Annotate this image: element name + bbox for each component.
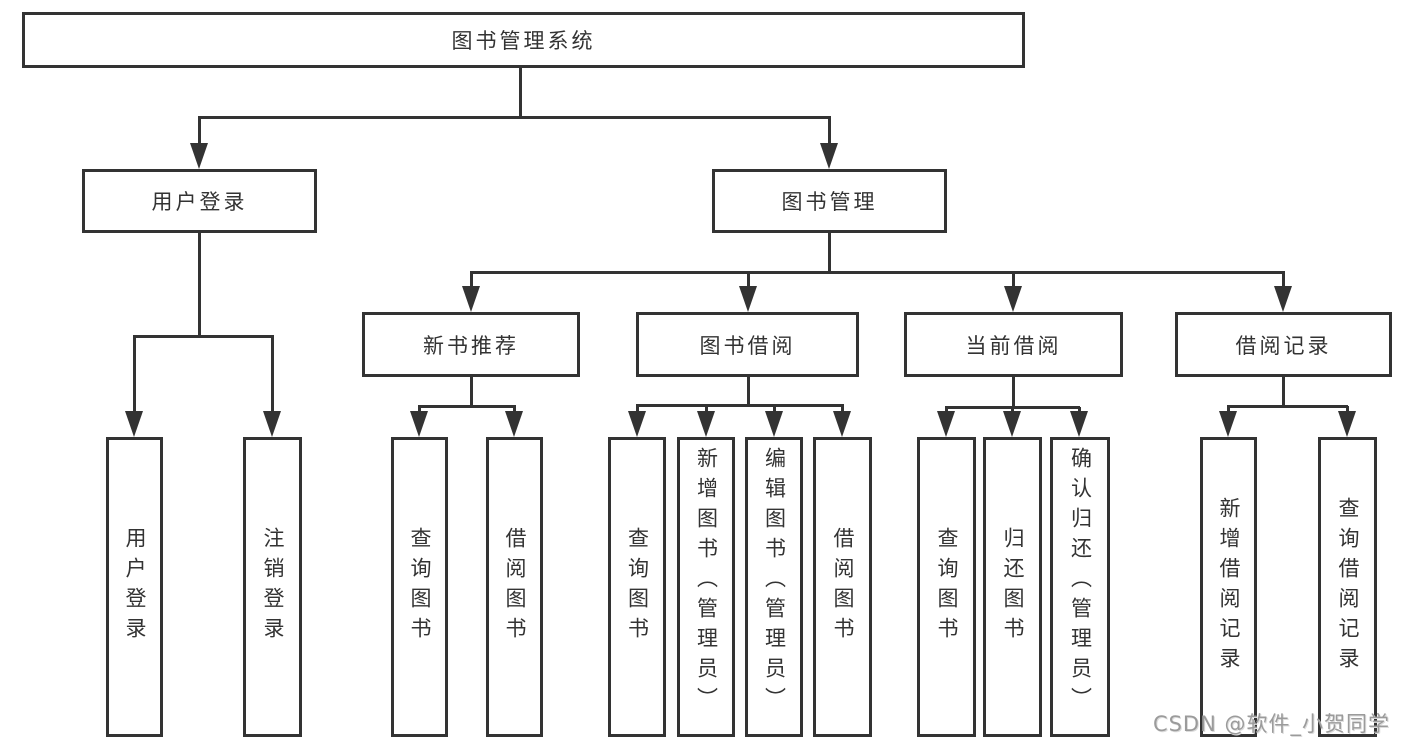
leaf-add-borrow-record: 新增借阅记录 — [1200, 437, 1257, 737]
leaf-label: 查询图书 — [408, 527, 432, 647]
leaf-add-book-admin: 新增图书（管理员） — [677, 437, 735, 737]
arrowhead — [1338, 411, 1356, 437]
connector-drop — [271, 336, 274, 414]
node-borrowing-records: 借阅记录 — [1175, 312, 1392, 377]
leaf-logout: 注销登录 — [243, 437, 302, 737]
connector-drop — [747, 272, 750, 288]
connector-stub — [747, 377, 750, 406]
leaf-label: 用户登录 — [123, 527, 147, 647]
connector-stub — [1282, 377, 1285, 407]
leaf-label: 查询图书 — [935, 527, 959, 647]
leaf-user-login: 用户登录 — [106, 437, 163, 737]
connector-drop — [418, 406, 421, 414]
arrowhead — [937, 411, 955, 437]
connector-root-rail — [198, 116, 831, 119]
connector-stub — [470, 377, 473, 407]
connector-rail — [133, 335, 274, 338]
arrowhead — [1003, 411, 1021, 437]
arrowhead — [1219, 411, 1237, 437]
connector-drop — [773, 405, 776, 414]
arrowhead — [263, 411, 281, 437]
connector-drop — [1346, 406, 1349, 414]
leaf-borrow-books-borrowing: 借阅图书 — [813, 437, 872, 737]
connector-root-stub — [519, 68, 522, 117]
connector-drop — [705, 405, 708, 414]
arrowhead — [1004, 286, 1022, 312]
arrowhead — [410, 411, 428, 437]
leaf-label: 新增借阅记录 — [1217, 497, 1241, 677]
arrowhead — [505, 411, 523, 437]
connector-drop — [1227, 406, 1230, 414]
connector-drop — [133, 336, 136, 414]
leaf-query-books-borrowing: 查询图书 — [608, 437, 666, 737]
arrowhead — [820, 143, 838, 169]
connector-drop — [198, 119, 201, 147]
leaf-label: 确认归还（管理员） — [1068, 447, 1093, 717]
node-book-borrowing: 图书借阅 — [636, 312, 859, 377]
arrowhead — [1274, 286, 1292, 312]
connector-drop — [945, 407, 948, 414]
arrowhead — [190, 143, 208, 169]
arrowhead — [739, 286, 757, 312]
connector-stub — [198, 233, 201, 336]
connector-drop — [1282, 272, 1285, 288]
leaf-label: 借阅图书 — [503, 527, 527, 647]
connector-rail — [418, 405, 516, 408]
csdn-watermark: CSDN @软件_小贺同学 — [1152, 712, 1390, 736]
node-new-book-recommend: 新书推荐 — [362, 312, 580, 377]
leaf-label: 编辑图书（管理员） — [762, 447, 787, 717]
leaf-label: 查询借阅记录 — [1336, 497, 1360, 677]
connector-stub — [828, 233, 831, 272]
connector-drop — [470, 272, 473, 288]
connector-drop — [513, 406, 516, 414]
leaf-borrow-books-recommend: 借阅图书 — [486, 437, 543, 737]
node-current-borrowing: 当前借阅 — [904, 312, 1123, 377]
leaf-query-books-recommend: 查询图书 — [391, 437, 448, 737]
arrowhead — [1070, 411, 1088, 437]
connector-drop — [1011, 407, 1014, 414]
connector-drop — [1012, 272, 1015, 288]
connector-rail — [1227, 405, 1348, 408]
leaf-confirm-return-admin: 确认归还（管理员） — [1050, 437, 1110, 737]
leaf-label: 查询图书 — [625, 527, 650, 647]
arrowhead — [628, 411, 646, 437]
node-book-management: 图书管理 — [712, 169, 947, 233]
leaf-query-borrow-record: 查询借阅记录 — [1318, 437, 1377, 737]
connector-drop — [841, 405, 844, 414]
arrowhead — [765, 411, 783, 437]
connector-rail — [470, 271, 1285, 274]
leaf-label: 归还图书 — [1001, 527, 1025, 647]
leaf-edit-book-admin: 编辑图书（管理员） — [745, 437, 803, 737]
arrowhead — [697, 411, 715, 437]
leaf-label: 新增图书（管理员） — [694, 447, 719, 717]
connector-drop — [636, 405, 639, 414]
leaf-label: 借阅图书 — [831, 527, 855, 647]
connector-stub — [1012, 377, 1015, 408]
connector-drop — [1078, 407, 1081, 414]
arrowhead — [125, 411, 143, 437]
leaf-query-books-current: 查询图书 — [917, 437, 976, 737]
node-user-login-branch: 用户登录 — [82, 169, 317, 233]
leaf-label: 注销登录 — [261, 527, 285, 647]
leaf-return-book: 归还图书 — [983, 437, 1042, 737]
connector-rail — [636, 404, 844, 407]
node-library-system: 图书管理系统 — [22, 12, 1025, 68]
arrowhead — [833, 411, 851, 437]
connector-drop — [828, 119, 831, 147]
arrowhead — [462, 286, 480, 312]
